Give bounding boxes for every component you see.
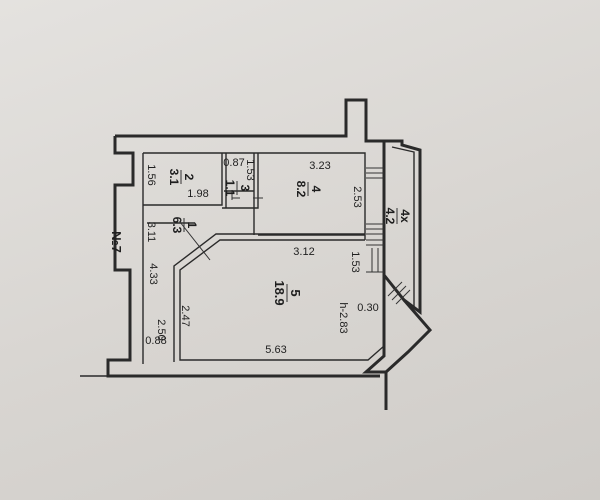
apartment-label: №7 bbox=[109, 231, 124, 253]
room-4x-label: 4х 4.2 bbox=[383, 208, 412, 225]
room-2-label: 2 3.1 bbox=[167, 169, 196, 186]
room-3-label: 3 1.1 bbox=[223, 180, 252, 197]
svg-text:18.9: 18.9 bbox=[272, 280, 287, 305]
room-labels: 2 3.1 3 1.1 4 8.2 1 6.3 5 18.9 4х 4.2 bbox=[167, 169, 412, 306]
svg-text:4.2: 4.2 bbox=[383, 208, 397, 225]
outer-walls bbox=[80, 98, 433, 410]
svg-text:2.50: 2.50 bbox=[155, 319, 167, 340]
svg-text:№7: №7 bbox=[109, 231, 124, 253]
window-hatching bbox=[366, 167, 411, 305]
svg-text:2.53: 2.53 bbox=[351, 186, 363, 207]
svg-text:1: 1 bbox=[185, 222, 199, 229]
svg-text:2: 2 bbox=[182, 174, 196, 181]
svg-text:0.88: 0.88 bbox=[145, 335, 166, 347]
inner-walls bbox=[142, 152, 385, 364]
svg-text:4: 4 bbox=[309, 186, 323, 193]
svg-text:5.63: 5.63 bbox=[265, 344, 286, 356]
svg-text:4.33: 4.33 bbox=[147, 263, 159, 284]
room-5-label: 5 18.9 bbox=[272, 280, 303, 305]
dimension-labels: 1.56 1.98 0.87 1.53 3.23 2.53 3.11 3.12 … bbox=[145, 157, 379, 356]
svg-text:1.1: 1.1 bbox=[223, 180, 237, 197]
svg-text:2.47: 2.47 bbox=[179, 305, 191, 326]
svg-text:h-2.83: h-2.83 bbox=[337, 302, 349, 333]
svg-text:1.98: 1.98 bbox=[187, 188, 208, 200]
svg-text:1.53: 1.53 bbox=[349, 251, 361, 272]
room-1-label: 1 6.3 bbox=[170, 217, 199, 234]
svg-text:0.87: 0.87 bbox=[223, 157, 244, 169]
svg-text:3: 3 bbox=[238, 185, 252, 192]
ceiling-height-label: h-2.83 bbox=[337, 302, 349, 333]
room-4-label: 4 8.2 bbox=[294, 181, 323, 198]
svg-text:4х: 4х bbox=[398, 209, 412, 223]
svg-text:6.3: 6.3 bbox=[170, 217, 184, 234]
svg-text:3.23: 3.23 bbox=[309, 160, 330, 172]
svg-text:8.2: 8.2 bbox=[294, 181, 308, 198]
svg-text:1.53: 1.53 bbox=[244, 159, 256, 180]
svg-text:3.12: 3.12 bbox=[293, 246, 314, 258]
svg-text:0.30: 0.30 bbox=[357, 302, 378, 314]
svg-text:3.11: 3.11 bbox=[145, 222, 157, 243]
svg-text:1.56: 1.56 bbox=[145, 164, 157, 185]
svg-text:3.1: 3.1 bbox=[167, 169, 181, 186]
svg-text:5: 5 bbox=[288, 289, 303, 296]
